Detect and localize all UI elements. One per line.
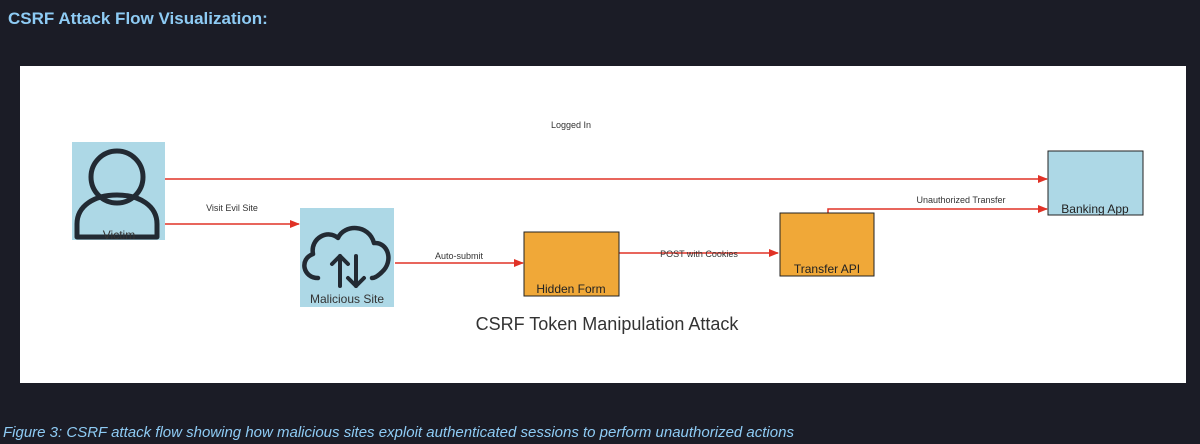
node-hidden-form: Hidden Form bbox=[523, 231, 620, 297]
edge-logged-in: Logged In bbox=[165, 120, 1048, 183]
node-victim: Victim bbox=[72, 142, 165, 242]
edge-label-unauthorized-transfer: Unauthorized Transfer bbox=[916, 195, 1005, 205]
edge-unauthorized-transfer: Unauthorized Transfer bbox=[827, 195, 1048, 213]
diagram-figure: Logged In Visit Evil Site Auto-submit PO… bbox=[20, 66, 1186, 383]
cloud-upload-download-icon bbox=[302, 225, 391, 288]
node-label-victim: Victim bbox=[103, 228, 135, 242]
figure-caption: Figure 3: CSRF attack flow showing how m… bbox=[3, 424, 794, 441]
edge-visit-evil-site: Visit Evil Site bbox=[165, 203, 300, 228]
edge-post-with-cookies: POST with Cookies bbox=[619, 249, 779, 259]
edge-auto-submit: Auto-submit bbox=[395, 251, 524, 267]
edge-label-auto-submit: Auto-submit bbox=[435, 251, 484, 261]
node-label-hidden-form: Hidden Form bbox=[536, 282, 605, 296]
edge-label-post-with-cookies: POST with Cookies bbox=[660, 249, 738, 259]
diagram-title: CSRF Token Manipulation Attack bbox=[476, 314, 740, 334]
edge-label-logged-in: Logged In bbox=[551, 120, 591, 130]
node-label-transfer-api: Transfer API bbox=[794, 262, 860, 276]
node-label-malicious-site: Malicious Site bbox=[310, 292, 384, 306]
node-banking-app: Banking App bbox=[1047, 150, 1144, 216]
node-malicious-site: Malicious Site bbox=[300, 208, 394, 307]
node-transfer-api: Transfer API bbox=[779, 212, 875, 277]
user-icon bbox=[74, 148, 160, 240]
edge-label-visit-evil-site: Visit Evil Site bbox=[206, 203, 258, 213]
section-heading: CSRF Attack Flow Visualization: bbox=[8, 9, 268, 28]
node-label-banking-app: Banking App bbox=[1061, 202, 1129, 216]
diagram-canvas: Logged In Visit Evil Site Auto-submit PO… bbox=[72, 120, 1144, 334]
